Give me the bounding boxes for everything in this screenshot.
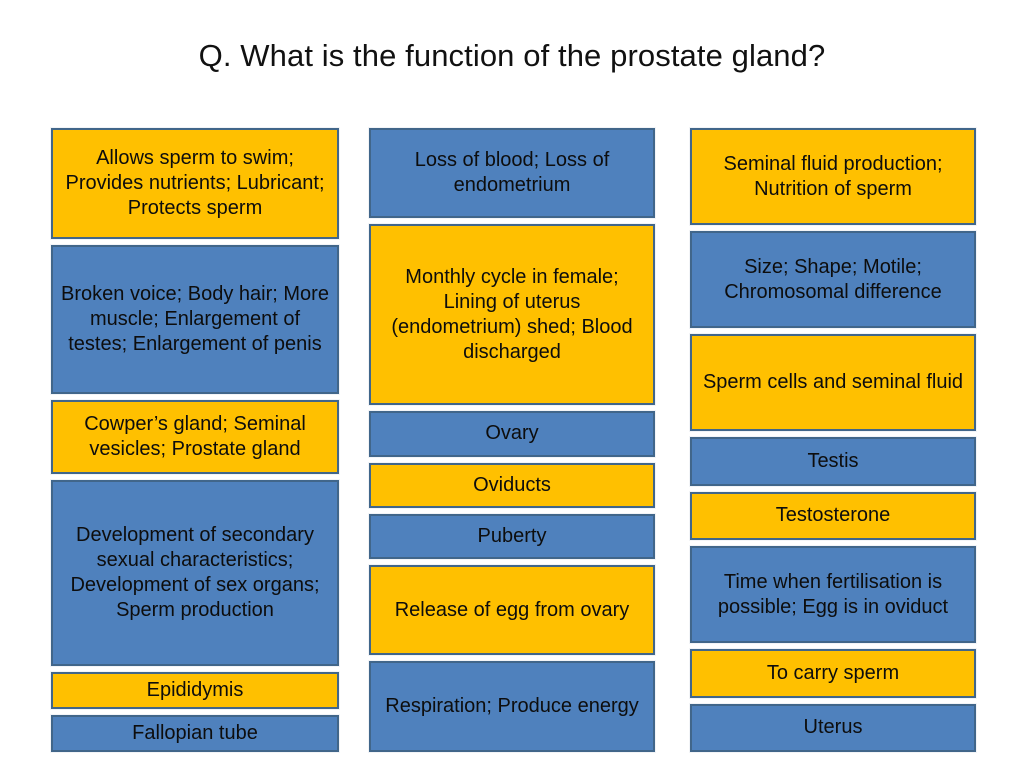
answer-card-label: To carry sperm — [766, 661, 900, 684]
answer-card-label: Development of secondary sexual characte… — [70, 523, 320, 621]
answer-card[interactable]: Cowper’s gland; Seminal vesicles; Prosta… — [50, 398, 340, 476]
answer-card-label: Testosterone — [775, 504, 891, 527]
answer-card[interactable]: Development of secondary sexual characte… — [50, 479, 340, 667]
answer-card[interactable]: Monthly cycle in female; Lining of uteru… — [368, 223, 656, 407]
answer-card-label: Loss of blood; Loss of endometrium — [414, 149, 610, 197]
card-columns: Allows sperm to swim; Provides nutrients… — [0, 126, 1024, 754]
answer-card-label: Testis — [807, 449, 859, 472]
answer-card-label: Release of egg from ovary — [394, 598, 630, 621]
answer-card[interactable]: Testis — [689, 436, 977, 487]
answer-card-label: Epididymis — [146, 678, 244, 701]
answer-card[interactable]: Ovary — [368, 410, 656, 458]
answer-card-label: Monthly cycle in female; Lining of uteru… — [391, 265, 633, 363]
answer-card[interactable]: Seminal fluid production; Nutrition of s… — [689, 127, 977, 226]
answer-card-label: Respiration; Produce energy — [385, 695, 639, 718]
answer-card[interactable]: Testosterone — [689, 490, 977, 541]
answer-card[interactable]: Epididymis — [50, 670, 340, 710]
answer-card-label: Size; Shape; Motile; Chromosomal differe… — [724, 255, 942, 303]
answer-card-label: Uterus — [803, 716, 863, 739]
answer-card[interactable]: To carry sperm — [689, 648, 977, 699]
answer-card-label: Oviducts — [473, 473, 551, 496]
column-1: Allows sperm to swim; Provides nutrients… — [50, 126, 340, 754]
answer-card[interactable]: Size; Shape; Motile; Chromosomal differe… — [689, 230, 977, 329]
answer-card[interactable]: Uterus — [689, 702, 977, 753]
answer-card[interactable]: Respiration; Produce energy — [368, 660, 656, 753]
answer-card[interactable]: Puberty — [368, 512, 656, 561]
answer-card[interactable]: Allows sperm to swim; Provides nutrients… — [50, 126, 340, 241]
answer-card[interactable]: Sperm cells and seminal fluid — [689, 333, 977, 432]
answer-card[interactable]: Loss of blood; Loss of endometrium — [368, 126, 656, 220]
answer-card[interactable]: Fallopian tube — [50, 713, 340, 754]
answer-card-label: Fallopian tube — [132, 721, 258, 744]
answer-card-label: Puberty — [477, 524, 547, 547]
answer-card[interactable]: Oviducts — [368, 461, 656, 509]
answer-card[interactable]: Broken voice; Body hair; More muscle; En… — [50, 244, 340, 395]
column-3: Seminal fluid production; Nutrition of s… — [689, 127, 977, 753]
page-title: Q. What is the function of the prostate … — [198, 38, 826, 73]
answer-card-label: Seminal fluid production; Nutrition of s… — [723, 152, 943, 200]
answer-card[interactable]: Release of egg from ovary — [368, 564, 656, 657]
answer-card-label: Ovary — [485, 422, 539, 445]
answer-card-label: Broken voice; Body hair; More muscle; En… — [61, 283, 329, 356]
answer-card-label: Time when fertilisation is possible; Egg… — [717, 570, 949, 618]
answer-card[interactable]: Time when fertilisation is possible; Egg… — [689, 545, 977, 644]
answer-card-label: Sperm cells and seminal fluid — [702, 371, 964, 393]
answer-card-label: Allows sperm to swim; Provides nutrients… — [65, 147, 325, 220]
answer-card-label: Cowper’s gland; Seminal vesicles; Prosta… — [84, 413, 306, 460]
